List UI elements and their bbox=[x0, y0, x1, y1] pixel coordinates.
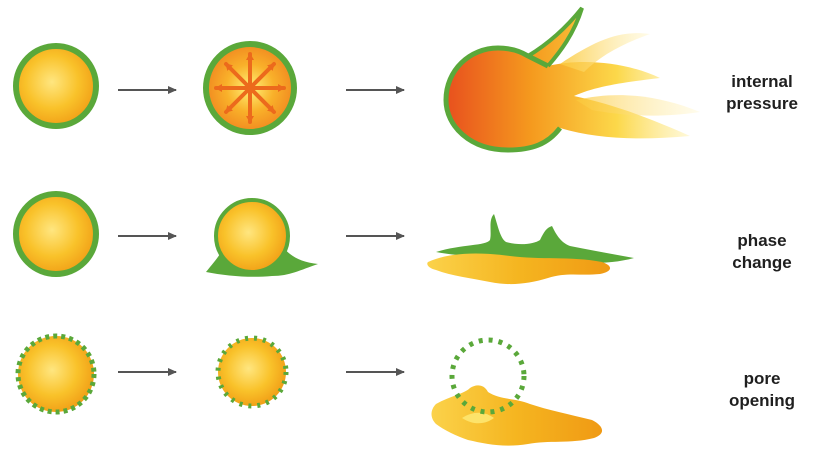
row-label-phase-change: phase change bbox=[702, 230, 814, 274]
row-phase-change bbox=[16, 194, 634, 284]
row-label-pore-opening: pore opening bbox=[702, 368, 814, 412]
label-line: opening bbox=[702, 390, 814, 412]
capsule-pressurized bbox=[206, 44, 294, 132]
label-line: internal bbox=[702, 71, 814, 93]
label-line: pressure bbox=[702, 93, 814, 115]
capsule-burst bbox=[446, 8, 700, 150]
capsule-intact bbox=[16, 194, 96, 274]
label-line: phase bbox=[702, 230, 814, 252]
label-line: change bbox=[702, 252, 814, 274]
row-label-internal-pressure: internal pressure bbox=[702, 71, 814, 115]
pressure-arrows-icon bbox=[216, 54, 284, 122]
row-internal-pressure bbox=[16, 8, 700, 150]
capsule-pores-open bbox=[218, 338, 286, 406]
capsule-intact bbox=[16, 46, 96, 126]
capsule-melted bbox=[427, 214, 634, 284]
capsule-released-through-pores bbox=[432, 340, 603, 446]
label-line: pore bbox=[702, 368, 814, 390]
capsule-softening bbox=[206, 200, 318, 277]
capsule-intact-porous bbox=[18, 336, 94, 412]
row-pore-opening bbox=[18, 336, 602, 446]
